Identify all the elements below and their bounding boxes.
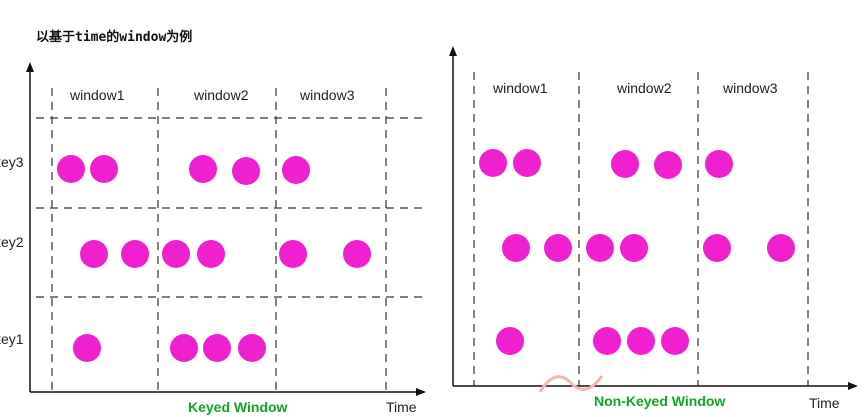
event-dot: [232, 157, 260, 185]
event-dot: [661, 327, 689, 355]
diagram-title: 以基于time的window为例: [36, 29, 192, 45]
event-dot: [479, 149, 507, 177]
event-dot: [654, 151, 682, 179]
key2-label: key2: [0, 234, 24, 250]
event-dot: [703, 234, 731, 262]
event-dot: [513, 149, 541, 177]
event-dot: [705, 150, 733, 178]
event-dot: [593, 327, 621, 355]
left-y-arrow: [26, 62, 34, 72]
event-dot: [57, 155, 85, 183]
non-keyed-window-panel: window1 window2 window3 Non-Keyed: [449, 46, 858, 411]
left-time-label: Time: [386, 399, 417, 415]
event-dot: [343, 240, 371, 268]
event-dot: [279, 240, 307, 268]
right-window1-label: window1: [492, 80, 548, 96]
event-dot: [90, 155, 118, 183]
event-dot: [496, 327, 524, 355]
left-window2-label: window2: [193, 87, 249, 103]
left-window1-label: window1: [69, 87, 125, 103]
right-y-arrow: [449, 46, 457, 56]
keyed-window-panel: window1 window2 window3 key3 key2 key1: [0, 62, 428, 415]
event-dot: [611, 150, 639, 178]
event-dot: [502, 234, 530, 262]
event-dot: [121, 240, 149, 268]
non-keyed-window-caption: Non-Keyed Window: [594, 393, 725, 409]
event-dot: [170, 334, 198, 362]
event-dot: [627, 327, 655, 355]
event-dot: [162, 240, 190, 268]
event-dot: [544, 234, 572, 262]
key1-label: key1: [0, 331, 24, 347]
event-dot: [189, 155, 217, 183]
event-dot: [238, 334, 266, 362]
event-dot: [620, 234, 648, 262]
keyed-window-caption: Keyed Window: [188, 399, 288, 415]
event-dot: [586, 234, 614, 262]
watermark-mark: [538, 375, 604, 393]
right-x-arrow: [848, 382, 858, 390]
event-dot: [282, 156, 310, 184]
left-x-arrow: [416, 388, 426, 396]
event-dot: [767, 234, 795, 262]
event-dot: [197, 240, 225, 268]
right-window2-label: window2: [616, 80, 672, 96]
left-window3-label: window3: [299, 87, 355, 103]
event-dot: [73, 334, 101, 362]
key3-label: key3: [0, 154, 24, 170]
right-time-label: Time: [809, 395, 840, 411]
event-dot: [80, 240, 108, 268]
event-dot: [203, 334, 231, 362]
right-window3-label: window3: [722, 80, 778, 96]
